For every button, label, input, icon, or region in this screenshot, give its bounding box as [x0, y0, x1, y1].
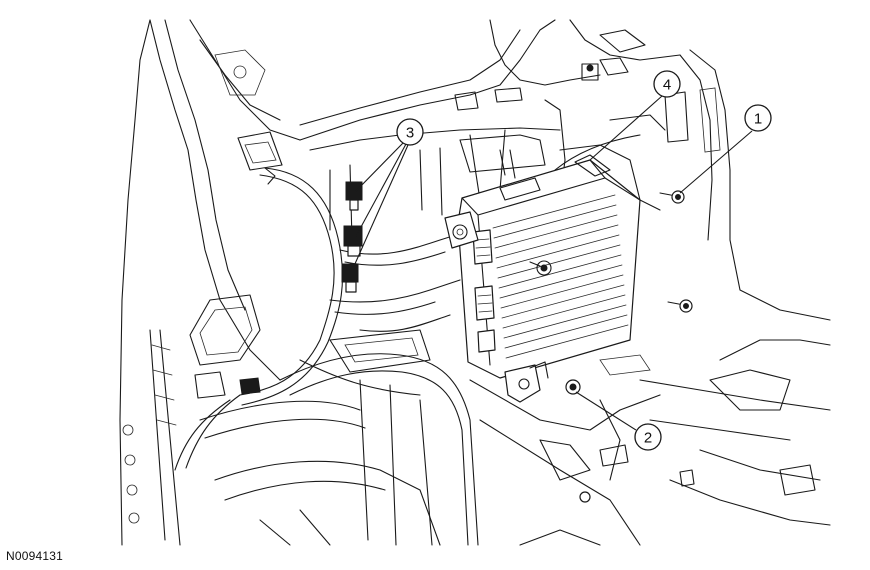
figure-id-label: N0094131 [6, 549, 63, 563]
callout-4-label: 4 [663, 77, 671, 94]
harness-connectors [239, 167, 363, 395]
nut-lower [565, 379, 581, 395]
callout-3: 3 [349, 118, 424, 276]
bolt-upper-right [659, 190, 685, 204]
callout-1: 1 [679, 104, 772, 194]
mounting-bracket-upper [444, 211, 479, 249]
wheelhouse [199, 329, 479, 546]
bolt-center [529, 260, 552, 276]
callout-2-label: 2 [644, 430, 652, 447]
callout-2: 2 [575, 391, 662, 451]
callout-4: 4 [589, 70, 681, 161]
mounting-bracket-lower [504, 364, 541, 403]
left-quarter-panel [119, 19, 301, 546]
rear-floor [469, 339, 831, 546]
bolt-lower-right [667, 299, 693, 313]
callout-1-label: 1 [754, 111, 762, 128]
upper-body-structure [299, 19, 831, 321]
callout-3-label: 3 [406, 125, 414, 142]
heat-sink-fins [492, 194, 629, 359]
amplifier-module [444, 154, 641, 403]
